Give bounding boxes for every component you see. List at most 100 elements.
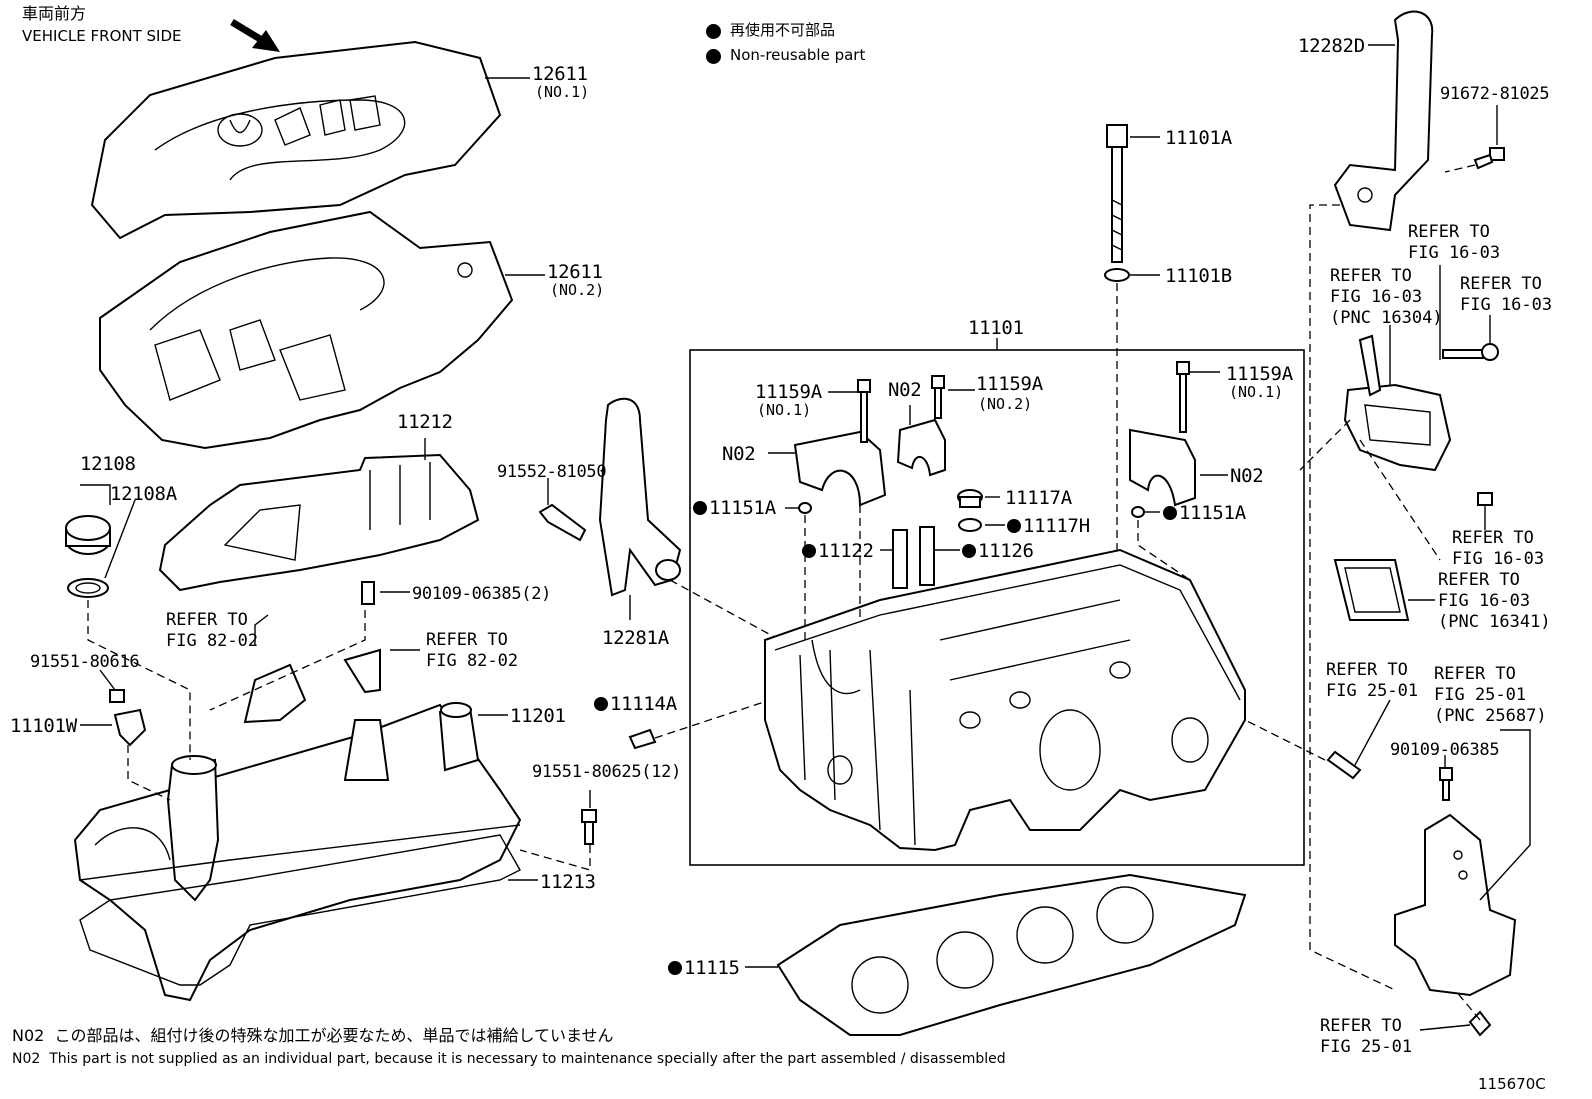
refer-fig-16-03-b: REFER TO FIG 16-03 (PNC 16304) — [1330, 266, 1443, 328]
label-11159a-right-sub: (NO.1) — [1229, 383, 1284, 401]
refer-fig-16-03-a: REFER TO FIG 16-03 — [1408, 222, 1501, 263]
label-11101a: 11101A — [1165, 127, 1232, 149]
head-gasket — [745, 873, 1247, 1036]
label-11114a-text: 11114A — [610, 693, 677, 715]
bolt-91551-80625 — [581, 790, 597, 845]
label-11126: 11126 — [962, 541, 1034, 561]
footnote-jp-code: N02 — [12, 1026, 45, 1045]
non-reusable-dot — [962, 544, 976, 558]
non-reusable-dot — [668, 961, 682, 975]
label-12281a: 12281A — [602, 627, 669, 649]
non-reusable-dot — [1163, 506, 1177, 520]
refer-fig-16-03-e: REFER TO FIG 16-03 (PNC 16341) — [1438, 570, 1551, 632]
label-12611-no1-sub: (NO.1) — [535, 83, 590, 101]
label-12611-no2-sub: (NO.2) — [550, 281, 605, 299]
non-reusable-dot — [1007, 519, 1021, 533]
water-outlet — [1299, 265, 1499, 621]
mounting-bracket — [1394, 729, 1531, 1037]
label-11159a-mid-sub: (NO.2) — [978, 395, 1033, 413]
hook-12281a — [598, 397, 781, 641]
engine-cover-no2 — [99, 210, 545, 450]
stud-25-01 — [1244, 699, 1391, 780]
assembly-lines-left — [87, 600, 591, 871]
label-11212: 11212 — [397, 411, 453, 433]
label-11151a-right: 11151A — [1163, 503, 1246, 523]
label-11101w: 11101W — [10, 715, 77, 737]
hook-12282d — [1309, 10, 1434, 991]
label-11213: 11213 — [540, 871, 596, 893]
label-90109-06385: 90109-06385 — [1390, 740, 1500, 760]
vehicle-front-en: VEHICLE FRONT SIDE — [22, 27, 182, 45]
label-91672-81025: 91672-81025 — [1440, 84, 1550, 104]
label-11122-text: 11122 — [818, 540, 874, 562]
footnote-jp: N02 この部品は、組付け後の特殊な加工が必要なため、単品では補給していません — [12, 1027, 614, 1045]
engine-cover-no1 — [90, 40, 530, 240]
label-91551-80616: 91551-80616 — [30, 652, 140, 672]
legend-dot-en — [706, 49, 721, 64]
refer-fig-25-01-c: REFER TO FIG 25-01 — [1320, 1016, 1413, 1057]
refer-fig-82-02-b: REFER TO FIG 82-02 — [426, 630, 519, 671]
label-91552-81050: 91552-81050 — [497, 462, 607, 482]
label-11117a: 11117A — [1005, 487, 1072, 509]
cylinder-head-cover — [73, 702, 522, 1002]
legend-en: Non-reusable part — [730, 46, 866, 64]
label-11151a-right-text: 11151A — [1179, 502, 1246, 524]
camshaft-bearing-caps — [768, 361, 1228, 507]
label-11201: 11201 — [510, 705, 566, 727]
label-11159a-left-sub: (NO.1) — [757, 401, 812, 419]
footnote-en-text: This part is not supplied as an individu… — [49, 1051, 1006, 1067]
footnote-en-code: N02 — [12, 1051, 41, 1067]
non-reusable-dot — [693, 501, 707, 515]
label-11114a: 11114A — [594, 694, 677, 714]
label-91551-80625: 91551-80625(12) — [532, 762, 682, 782]
small-head-parts — [785, 489, 1191, 640]
refer-fig-82-02-a: REFER TO FIG 82-02 — [166, 610, 259, 651]
label-11117h-text: 11117H — [1023, 515, 1090, 537]
front-direction-arrow — [230, 19, 280, 52]
sensor-11101w — [80, 669, 147, 747]
refer-fig-25-01-b: REFER TO FIG 25-01 (PNC 25687) — [1434, 664, 1547, 726]
refer-fig-25-01-a: REFER TO FIG 25-01 — [1326, 660, 1419, 701]
label-11159a-left: 11159A — [755, 381, 822, 403]
insulator-11212 — [158, 438, 480, 592]
label-11151a-left: 11151A — [693, 498, 776, 518]
pin-11114a — [628, 699, 771, 750]
label-90109-2: 90109-06385(2) — [412, 584, 552, 604]
label-12108a: 12108A — [110, 483, 177, 505]
label-11122: 11122 — [802, 541, 874, 561]
label-12108: 12108 — [80, 453, 136, 475]
refer-fig-16-03-d: REFER TO FIG 16-03 — [1452, 528, 1545, 569]
label-11101: 11101 — [968, 317, 1024, 339]
vehicle-front-jp: 車両前方 — [22, 4, 87, 23]
bolt-91672 — [1444, 105, 1505, 173]
legend-jp: 再使用不可部品 — [730, 21, 836, 39]
label-11115-text: 11115 — [684, 957, 740, 979]
cylinder-head — [764, 548, 1246, 852]
label-n02-right: N02 — [1230, 465, 1264, 487]
non-reusable-dot — [594, 697, 608, 711]
figure-id: 115670C — [1478, 1075, 1546, 1093]
label-11151a-left-text: 11151A — [709, 497, 776, 519]
footnote-jp-text: この部品は、組付け後の特殊な加工が必要なため、単品では補給していません — [54, 1026, 614, 1045]
label-11159a-right: 11159A — [1226, 363, 1293, 385]
head-bolt — [1104, 124, 1160, 670]
label-11117h: 11117H — [1007, 516, 1090, 536]
label-11126-text: 11126 — [978, 540, 1034, 562]
label-n02-top: N02 — [888, 379, 922, 401]
label-11115: 11115 — [668, 958, 740, 978]
oil-filler-cap — [65, 484, 136, 598]
non-reusable-dot — [802, 544, 816, 558]
label-12282d: 12282D — [1298, 35, 1365, 57]
harness-brackets — [243, 581, 420, 724]
label-12611-no2: 12611 — [547, 261, 603, 283]
legend-dot-jp — [706, 24, 721, 39]
label-11159a-mid: 11159A — [976, 373, 1043, 395]
label-11101b: 11101B — [1165, 265, 1232, 287]
label-12611-no1: 12611 — [532, 63, 588, 85]
label-n02-left: N02 — [722, 443, 756, 465]
head-cover-gasket — [79, 834, 538, 986]
bolt-91552 — [538, 478, 587, 542]
refer-fig-16-03-c: REFER TO FIG 16-03 — [1460, 274, 1553, 315]
footnote-en: N02 This part is not supplied as an indi… — [12, 1050, 1006, 1068]
